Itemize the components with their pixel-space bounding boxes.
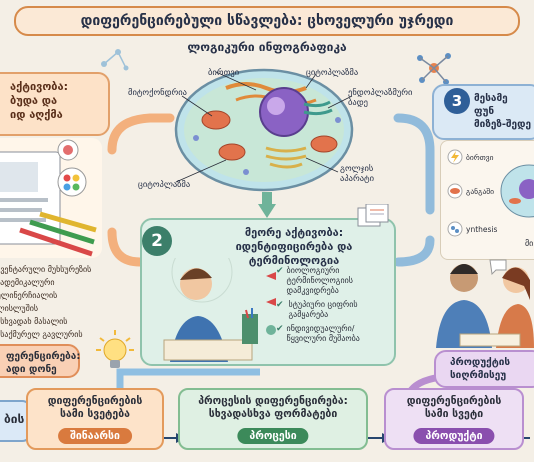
list-item: ინვენტარული მუხსურეზის: [0, 265, 92, 274]
content-differentiation-box: დიფერენცირების სამი სვეტება შინაარსი: [26, 388, 164, 450]
list-item: ✔ბიოლოგიური ტერმინოლოგიის დამკვიდრება: [276, 266, 394, 296]
left-low-line2: ადი დონე: [6, 364, 57, 375]
box-heading-line2: სხვადასხვა ფორმატები: [208, 408, 338, 420]
list-item: ბირთვი: [447, 149, 493, 165]
list-item: განგაში: [447, 183, 494, 199]
list-item: ynthesis: [447, 221, 497, 237]
right-organelle-panel: ბირთვი განგაში ynthesis მი: [440, 140, 534, 260]
middle-title-line2: იდენტიფიცირება და ტერმინოლოგია: [235, 240, 353, 267]
product-pill: პროდუქტი: [413, 428, 495, 444]
arrow-icons: [266, 272, 276, 335]
box-heading-line1: დიფერენცირების: [406, 395, 502, 407]
label-nucleus: ბირთვი: [208, 68, 240, 78]
list-item: შესაქმურელ გავლურის: [0, 330, 83, 339]
check-icon: ✔: [276, 324, 284, 334]
label-mitochondria: მიტოქონდრია: [128, 88, 187, 98]
molecule-icon: [101, 49, 129, 71]
list-item-text: ynthesis: [466, 224, 498, 234]
label-er: ენდოპლაზმური ბადე: [348, 88, 413, 108]
left-low-line1: ფერენცირება:: [6, 351, 81, 362]
check-icon: ✔: [276, 266, 284, 276]
list-item-text: სტუპიური ციფრის გამყარება: [288, 300, 358, 319]
box-heading-line1: დიფერენცირების: [47, 395, 143, 407]
middle-title-line1: მეორე აქტივობა:: [244, 226, 344, 239]
worksheet-icon: [357, 204, 389, 227]
box-heading: დიფერენცირების სამი სვეტება: [28, 390, 162, 421]
middle-activity-title: მეორე აქტივობა: იდენტიფიცირება და ტერმინ…: [196, 226, 392, 267]
right-low-line2: სიღრმისეუ: [450, 370, 507, 381]
box-heading-line2: სამი სვეტი: [424, 408, 484, 420]
left-feature-list: ინვენტარული მუხსურეზის აკადემიკალური გულ…: [0, 264, 110, 344]
students-illustration: [436, 259, 534, 348]
box-heading-line2: სამი სვეტება: [60, 408, 130, 420]
list-item: ✔ სტუპიური ციფრის გამყარება: [276, 300, 394, 320]
label-golgi: გოლჯის აპარატი: [340, 164, 374, 184]
list-item: ხასხვადახ მასალის: [0, 317, 68, 326]
animal-cell-illustration: [174, 68, 354, 192]
list-item: ✔ინდივიდუალური/ წყვილური მუშაობა: [276, 324, 394, 344]
list-item-text: განგაში: [466, 186, 495, 196]
right-activity-line1: მესამე: [474, 93, 508, 104]
list-item: აკადემიკალური: [0, 278, 55, 287]
box-heading: პროცესის დიფერენცირება: სხვადასხვა ფორმა…: [180, 390, 366, 421]
list-item: ალისლუშის: [0, 304, 39, 313]
left-activity-line3: იდ აღქმა: [10, 108, 63, 121]
ribosome-icon: [447, 221, 463, 237]
right-activity-line2: ფუნ: [474, 106, 495, 117]
mitochondria-icon: [447, 183, 463, 199]
page-title: დიფერენცირებული სწავლება: ცხოველური უჯრე…: [14, 6, 520, 36]
label-cytoplasm-top: ციტოპლაზმა: [306, 68, 359, 78]
label-cytoplasm-bottom: ციტოპლაზმა: [138, 180, 191, 190]
product-differentiation-box: დიფერენცირების სამი სვეტი პროდუქტი: [384, 388, 524, 450]
lightbulb-icon: [96, 330, 134, 368]
right-product-card: პროდუქტის სიღრმისეუ: [434, 350, 534, 388]
right-low-line1: პროდუქტის: [450, 357, 511, 368]
list-item-text: ბიოლოგიური ტერმინოლოგიის დამკვიდრება: [286, 266, 353, 295]
left-bottom-text: ბის: [4, 412, 25, 426]
right-extra-text: მი: [525, 239, 534, 248]
list-item-text: ბირთვი: [466, 152, 494, 162]
workbook-illustration: [0, 138, 102, 258]
process-differentiation-box: პროცესის დიფერენცირება: სხვადასხვა ფორმა…: [178, 388, 368, 450]
content-pill: შინაარსი: [58, 428, 132, 444]
list-item: გულინერჩიალის: [0, 291, 58, 300]
box-heading: დიფერენცირების სამი სვეტი: [386, 390, 522, 421]
check-icon: ✔: [276, 300, 284, 310]
step-number-3: 3: [444, 88, 470, 114]
step-number-2: 2: [142, 226, 172, 256]
left-activity-line1: აქტივობა:: [10, 80, 68, 93]
left-activity-card: აქტივობა: ბუდა და იდ აღქმა: [0, 72, 110, 136]
process-pill: პროცესი: [237, 428, 309, 444]
lightning-icon: [447, 149, 463, 165]
cell-thumbnail: [500, 164, 534, 218]
list-item-text: ინდივიდუალური/ წყვილური მუშაობა: [286, 324, 360, 343]
box-heading-line1: პროცესის დიფერენცირება:: [198, 395, 348, 407]
right-activity-line3: მიზეზ-შედე: [474, 119, 531, 130]
molecule-icon: [417, 53, 451, 85]
left-activity-line2: ბუდა და: [10, 94, 58, 107]
subtitle: ლოგიკური ინფოგრაფიკა: [187, 40, 347, 54]
student-illustration: [163, 258, 258, 362]
left-differentiation-card: ფერენცირება: ადი დონე: [0, 344, 80, 378]
middle-feature-list: ✔ბიოლოგიური ტერმინოლოგიის დამკვიდრება ✔ს…: [276, 266, 394, 360]
